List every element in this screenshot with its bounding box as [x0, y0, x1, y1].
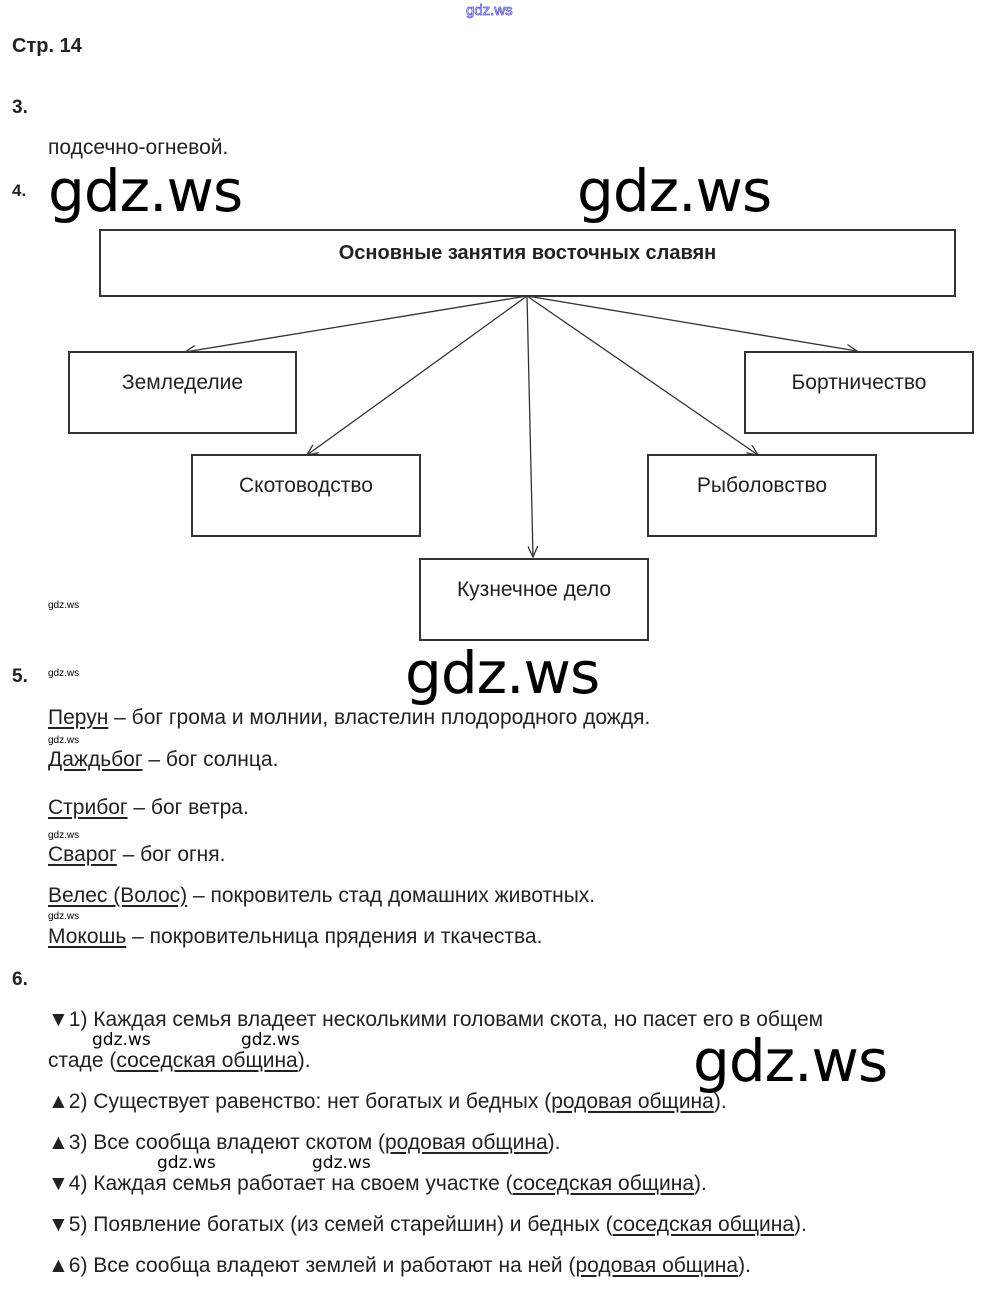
- diagram-box-smithing: Кузнечное дело: [419, 558, 649, 641]
- watermark: gdz.ws: [405, 639, 600, 707]
- item-answer: соседская община: [512, 1172, 695, 1195]
- item-text: 2) Существует равенство: нет богатых и б…: [68, 1090, 552, 1113]
- watermark: gdz.ws: [48, 735, 80, 746]
- item-text: стаде (: [48, 1049, 117, 1072]
- page-label: Стр. 14: [12, 35, 82, 57]
- arrow: [185, 295, 528, 352]
- god-line: Сварог – бог огня.: [48, 843, 226, 867]
- arrow: [307, 295, 528, 455]
- god-desc: – покровитель стад домашних животных.: [187, 884, 596, 907]
- god-desc: – бог грома и молнии, властелин плодород…: [108, 706, 651, 729]
- item-end: ).: [794, 1213, 807, 1236]
- god-name: Мокошь: [48, 925, 127, 948]
- task6-item: ▼4) Каждая семья работает на своем участ…: [48, 1172, 707, 1196]
- god-desc: – бог ветра.: [127, 796, 249, 819]
- item-answer: родовая община: [551, 1090, 714, 1113]
- item-end: ).: [713, 1090, 727, 1113]
- god-name: Стрибог: [48, 796, 128, 819]
- watermark: gdz.ws: [312, 1153, 371, 1173]
- diagram-arrows: [0, 295, 987, 700]
- god-desc: – бог огня.: [116, 843, 226, 866]
- arrow: [526, 295, 533, 557]
- item-end: ).: [694, 1172, 707, 1195]
- god-name: Перун: [48, 706, 109, 729]
- diagram-box-beekeeping: Бортничество: [744, 351, 974, 434]
- item-answer: соседская община: [612, 1213, 795, 1236]
- item-text: 4) Каждая семья работает на своем участк…: [68, 1172, 513, 1195]
- god-name: Велес (Волос): [48, 884, 188, 907]
- item-text: 3) Все сообща владеют скотом (: [68, 1131, 385, 1154]
- diagram-box-cattle: Скотоводство: [191, 454, 421, 537]
- watermark: gdz.ws: [157, 1153, 216, 1173]
- watermark: gdz.ws: [693, 1027, 888, 1095]
- item-answer: соседская община: [116, 1049, 298, 1072]
- diagram-title-box: Основные занятия восточных славян: [99, 229, 956, 297]
- task6-item-cont: стаде (соседская община).: [48, 1049, 311, 1073]
- item-answer: родовая община: [575, 1254, 739, 1277]
- god-name: Сварог: [48, 843, 117, 866]
- marker-icon: ▼: [48, 1172, 69, 1195]
- item-answer: родовая община: [385, 1131, 548, 1154]
- task6-item: ▲6) Все сообща владеют землей и работают…: [48, 1254, 751, 1278]
- watermark: gdz.ws: [48, 600, 80, 611]
- task5-number: 5.: [12, 666, 28, 687]
- task6-item: ▲3) Все сообща владеют скотом (родовая о…: [48, 1131, 560, 1155]
- task4-number: 4.: [12, 181, 27, 200]
- watermark: gdz.ws: [48, 668, 80, 679]
- task6-item: ▼1) Каждая семья владеет несколькими гол…: [48, 1008, 823, 1032]
- watermark: gdz.ws: [48, 830, 80, 841]
- god-desc: – бог солнца.: [142, 748, 279, 771]
- god-desc: – покровительница прядения и ткачества.: [126, 925, 543, 948]
- arrow: [526, 295, 857, 351]
- watermark: gdz.ws: [577, 157, 772, 225]
- arrow: [526, 295, 758, 455]
- task3-number: 3.: [12, 97, 28, 118]
- item-text: 5) Появление богатых (из семей старейшин…: [68, 1213, 613, 1236]
- task6-item: ▲2) Существует равенство: нет богатых и …: [48, 1090, 727, 1114]
- task3-answer: подсечно-огневой.: [48, 136, 229, 159]
- watermark: gdz.ws: [48, 157, 243, 225]
- watermark: gdz.ws: [48, 911, 80, 922]
- item-text: 1) Каждая семья владеет несколькими голо…: [68, 1008, 824, 1031]
- item-end: ).: [738, 1254, 751, 1277]
- god-line: Велес (Волос) – покровитель стад домашни…: [48, 884, 595, 908]
- god-line: Мокошь – покровительница прядения и ткач…: [48, 925, 542, 949]
- marker-icon: ▼: [48, 1008, 69, 1031]
- item-end: ).: [297, 1049, 311, 1072]
- diagram-box-fishing: Рыболовство: [647, 454, 877, 537]
- item-end: ).: [547, 1131, 561, 1154]
- diagram-box-agriculture: Земледелие: [68, 351, 297, 434]
- marker-icon: ▲: [48, 1090, 69, 1113]
- item-text: 6) Все сообща владеют землей и работают …: [68, 1254, 576, 1277]
- god-line: Стрибог – бог ветра.: [48, 796, 249, 820]
- god-line: Даждьбог – бог солнца.: [48, 748, 278, 772]
- marker-icon: ▲: [48, 1254, 69, 1277]
- task6-item: ▼5) Появление богатых (из семей старейши…: [48, 1213, 807, 1237]
- marker-icon: ▼: [48, 1213, 69, 1236]
- watermark: gdz.ws: [466, 2, 513, 20]
- god-line: Перун – бог грома и молнии, властелин пл…: [48, 706, 650, 730]
- watermark: gdz.ws: [92, 1030, 151, 1050]
- watermark: gdz.ws: [241, 1030, 300, 1050]
- marker-icon: ▲: [48, 1131, 69, 1154]
- god-name: Даждьбог: [48, 748, 143, 771]
- task6-number: 6.: [12, 969, 28, 990]
